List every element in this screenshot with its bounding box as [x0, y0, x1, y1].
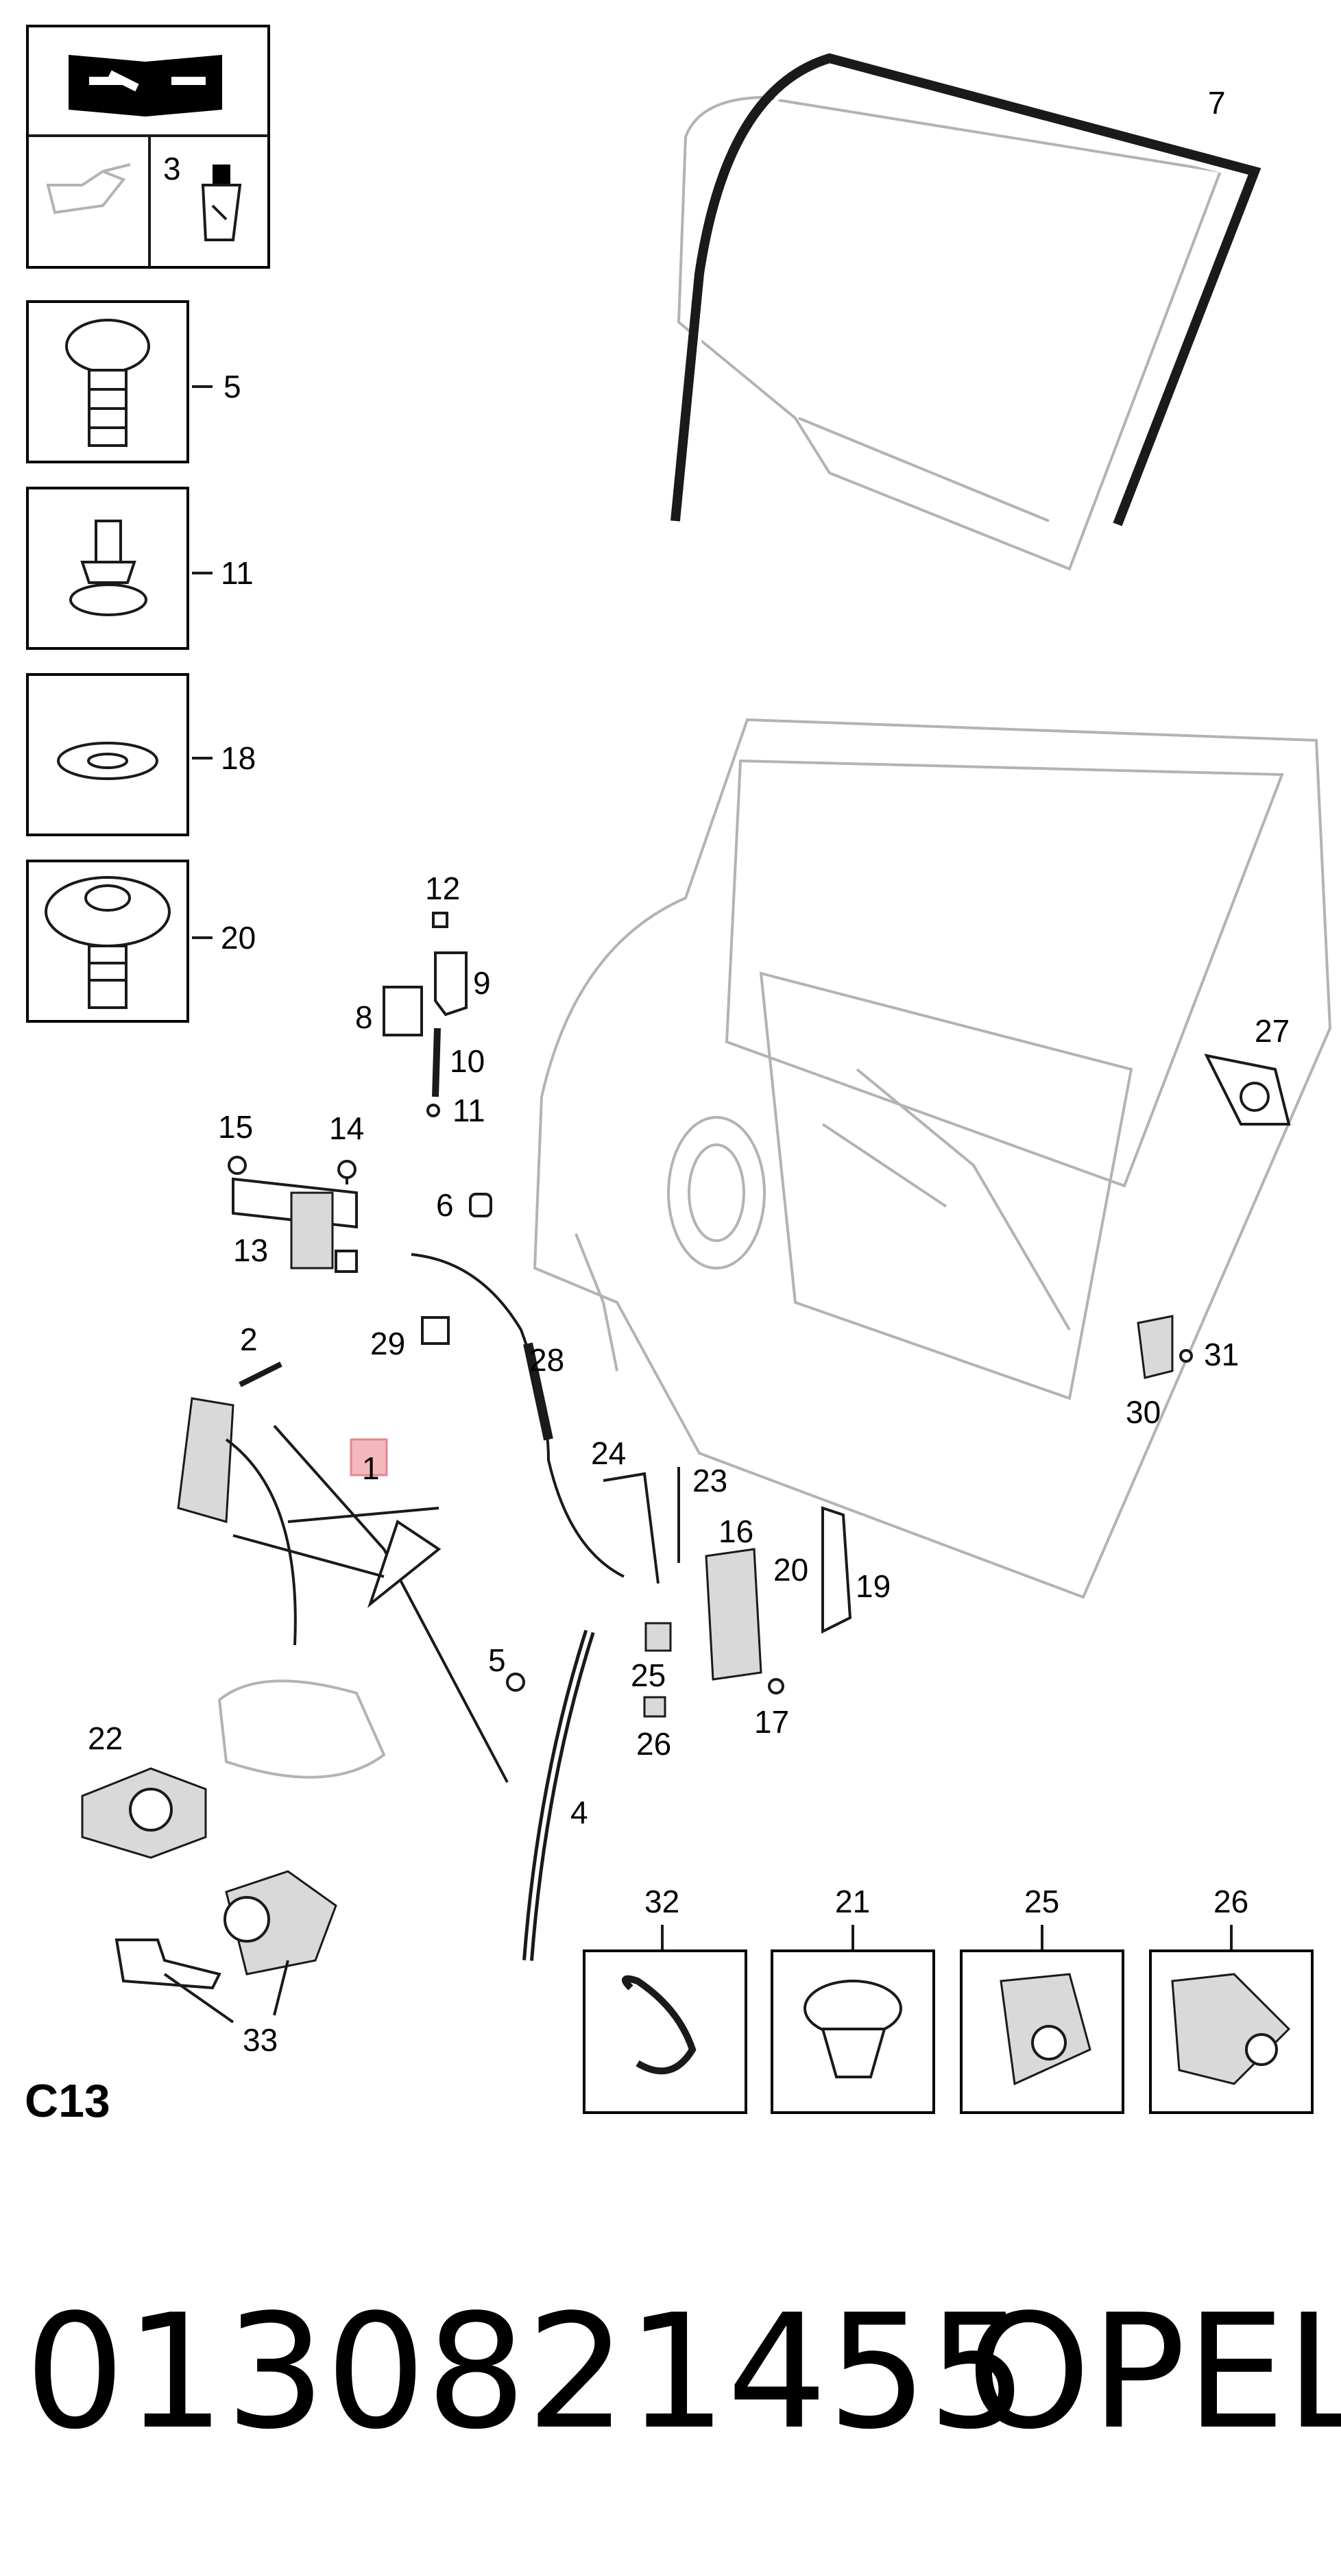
door-check-13: [232, 1177, 358, 1273]
callout-8: 8: [355, 999, 373, 1035]
legend-number-18: 18: [221, 740, 256, 776]
callout-17: 17: [754, 1704, 789, 1740]
window-glass: [677, 95, 1222, 571]
part-15: [228, 1156, 247, 1175]
callout-12: 12: [425, 871, 460, 906]
section-code: C13: [25, 2075, 110, 2127]
part-25-small: [644, 1622, 672, 1652]
callout-25: 25: [631, 1657, 666, 1693]
detail-box-21: 21: [771, 1884, 935, 2114]
key-and-cylinder-33: [114, 1870, 337, 2024]
callout-19: 19: [856, 1568, 891, 1604]
callout-4: 4: [570, 1795, 588, 1830]
part-26-small: [643, 1696, 666, 1718]
part-2: [239, 1361, 282, 1387]
legend-number-11: 11: [221, 555, 254, 591]
detail-number-21: 21: [835, 1884, 870, 1919]
part-27: [1204, 1054, 1291, 1126]
part-14: [337, 1160, 357, 1184]
part-5: [506, 1673, 525, 1692]
lubricant-icon: [46, 163, 131, 215]
callout-11: 11: [452, 1093, 485, 1128]
callout-9: 9: [473, 965, 491, 1001]
cable-28: [411, 1253, 625, 1578]
detail-box-32: 32: [583, 1884, 747, 2114]
rod-24: [603, 1472, 660, 1584]
callout-14: 14: [329, 1110, 364, 1146]
part-number: 0130821455: [25, 2281, 1028, 2464]
legend-number-20: 20: [221, 920, 256, 956]
part-30: [1137, 1315, 1174, 1379]
part-12: [432, 912, 448, 928]
detail-box-26: 26: [1149, 1884, 1314, 2114]
lock-cylinder-22: [81, 1767, 207, 1859]
legend-number-3: 3: [163, 151, 181, 186]
part-17: [768, 1678, 784, 1694]
part-11: [426, 1104, 440, 1117]
callout-1: 1: [362, 1450, 380, 1486]
callout-31: 31: [1204, 1337, 1239, 1372]
door-latch-16: [705, 1548, 762, 1681]
window-regulator-1: [177, 1397, 509, 1783]
part-9: [434, 951, 468, 1017]
detail-number-26: 26: [1213, 1884, 1248, 1919]
callout-6: 6: [436, 1187, 454, 1223]
callout-24: 24: [591, 1435, 626, 1471]
callout-13: 13: [233, 1232, 268, 1268]
legend-box-18: 18: [26, 673, 256, 836]
part-8: [383, 986, 423, 1036]
callout-2: 2: [240, 1322, 258, 1357]
guide-rail-4: [522, 1629, 595, 1961]
brand-name: OPEL: [967, 2281, 1341, 2464]
callout-10: 10: [450, 1043, 485, 1079]
legend-box-5: 5: [26, 300, 241, 463]
callout-26: 26: [636, 1726, 671, 1762]
bracket-19: [821, 1506, 852, 1634]
callout-15: 15: [218, 1109, 253, 1145]
part-29: [421, 1316, 450, 1345]
legend-box-20: 20: [26, 860, 256, 1023]
detail-number-32: 32: [644, 1884, 679, 1919]
adhesive-bottle-icon: [201, 165, 242, 241]
outer-handle-reference: [217, 1679, 386, 1779]
part-10: [432, 1028, 441, 1097]
callout-22: 22: [88, 1721, 123, 1756]
callout-27: 27: [1255, 1013, 1290, 1049]
callout-7: 7: [1208, 85, 1226, 121]
tool-legend: 3: [26, 25, 270, 269]
callout-29: 29: [370, 1326, 405, 1361]
door-shell: [533, 718, 1332, 1599]
callout-28: 28: [529, 1342, 564, 1378]
callout-30: 30: [1126, 1394, 1161, 1430]
callout-16: 16: [718, 1514, 753, 1549]
part-31: [1179, 1349, 1193, 1363]
legend-box-11: 11: [26, 487, 254, 650]
callout-20: 20: [773, 1552, 808, 1588]
callout-5: 5: [488, 1642, 506, 1678]
highlighted-part-marker: [350, 1438, 388, 1477]
legend-number-5: 5: [224, 369, 241, 404]
callout-23: 23: [692, 1463, 727, 1498]
callout-33: 33: [243, 2022, 278, 2058]
window-run-channel: [670, 53, 1261, 526]
part-6: [469, 1193, 492, 1217]
detail-number-25: 25: [1024, 1884, 1059, 1919]
detail-box-25: 25: [960, 1884, 1124, 2114]
repair-manual-icon: [69, 55, 222, 117]
